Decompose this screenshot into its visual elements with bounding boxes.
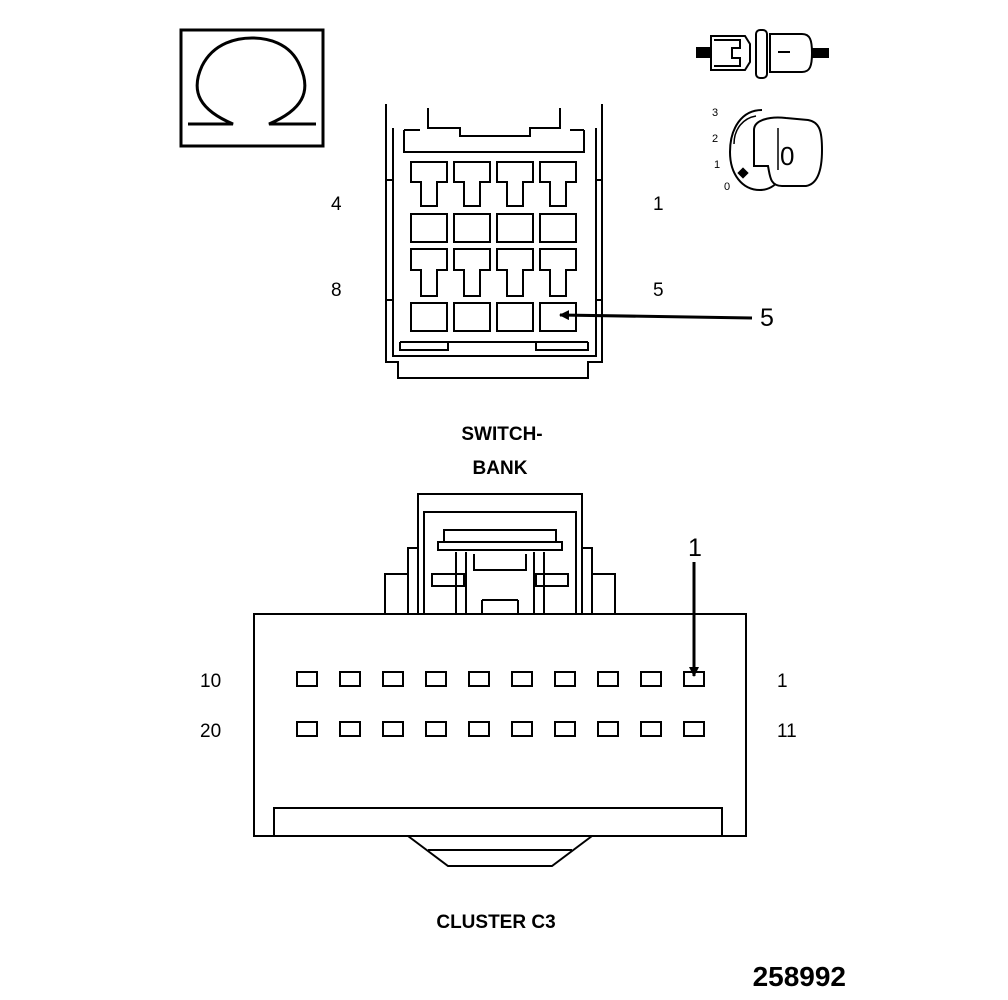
cluster-terminal bbox=[425, 671, 447, 687]
switchbank-pin-label-bottom-left: 8 bbox=[331, 280, 342, 301]
switchbank-terminals bbox=[410, 161, 577, 332]
cluster-terminal bbox=[382, 721, 404, 737]
cluster-terminal bbox=[296, 721, 318, 737]
switchbank-connector bbox=[385, 104, 603, 379]
switchbank-terminal bbox=[539, 302, 577, 332]
switchbank-terminal bbox=[453, 302, 491, 332]
ignition-position-2: 2 bbox=[712, 133, 718, 145]
switchbank-terminal bbox=[539, 213, 577, 243]
cluster-terminal bbox=[425, 721, 447, 737]
cluster-pin-label-top-left: 10 bbox=[200, 671, 221, 692]
cluster-terminal bbox=[468, 721, 490, 737]
cluster-connector bbox=[253, 493, 747, 867]
ignition-position-1: 1 bbox=[714, 159, 720, 171]
switchbank-terminal bbox=[496, 248, 534, 297]
cluster-terminal bbox=[339, 721, 361, 737]
cluster-pin-label-bottom-right: 11 bbox=[777, 721, 797, 742]
switchbank-terminal bbox=[453, 213, 491, 243]
cluster-terminal bbox=[597, 671, 619, 687]
cluster-terminal bbox=[683, 721, 705, 737]
ignition-position-0: 0 bbox=[724, 181, 730, 193]
switchbank-terminal bbox=[453, 161, 491, 207]
switchbank-title-line2: BANK bbox=[473, 458, 528, 479]
cluster-terminal bbox=[640, 671, 662, 687]
figure-number: 258992 bbox=[753, 961, 846, 992]
switchbank-callout-number: 5 bbox=[760, 304, 774, 332]
cluster-terminal bbox=[382, 671, 404, 687]
switchbank-terminal bbox=[539, 248, 577, 297]
cluster-title: CLUSTER C3 bbox=[436, 912, 555, 933]
switchbank-terminal bbox=[410, 161, 448, 207]
cluster-terminal bbox=[468, 671, 490, 687]
switchbank-terminal bbox=[496, 161, 534, 207]
switchbank-terminal bbox=[496, 302, 534, 332]
switchbank-terminal bbox=[410, 248, 448, 297]
switchbank-pin-label-top-left: 4 bbox=[331, 194, 342, 215]
cluster-terminal bbox=[640, 721, 662, 737]
cluster-callout-number: 1 bbox=[688, 534, 702, 562]
switchbank-pin-label-top-right: 1 bbox=[653, 194, 664, 215]
switchbank-terminal bbox=[496, 213, 534, 243]
switchbank-pin-label-bottom-right: 5 bbox=[653, 280, 664, 301]
switchbank-terminal bbox=[453, 248, 491, 297]
ignition-key-icon: 3 2 1 0 0 bbox=[712, 107, 824, 193]
switchbank-terminal bbox=[539, 161, 577, 207]
switchbank-callout-arrow bbox=[559, 310, 753, 321]
ohm-symbol-icon bbox=[179, 28, 325, 148]
cluster-pin-label-top-right: 1 bbox=[777, 671, 788, 692]
cluster-terminal bbox=[597, 721, 619, 737]
cluster-terminal bbox=[511, 671, 533, 687]
ignition-key-label: 0 bbox=[780, 141, 794, 171]
switchbank-title-line1: SWITCH- bbox=[461, 424, 542, 445]
cluster-pin-label-bottom-left: 20 bbox=[200, 721, 221, 742]
cluster-terminal bbox=[511, 721, 533, 737]
switchbank-terminal bbox=[410, 302, 448, 332]
fuse-connector-icon bbox=[696, 29, 829, 79]
cluster-terminal bbox=[339, 671, 361, 687]
ignition-position-3: 3 bbox=[712, 107, 718, 119]
cluster-terminal bbox=[554, 671, 576, 687]
cluster-terminal bbox=[296, 671, 318, 687]
switchbank-terminal bbox=[410, 213, 448, 243]
cluster-terminal bbox=[554, 721, 576, 737]
cluster-terminals bbox=[296, 671, 705, 737]
